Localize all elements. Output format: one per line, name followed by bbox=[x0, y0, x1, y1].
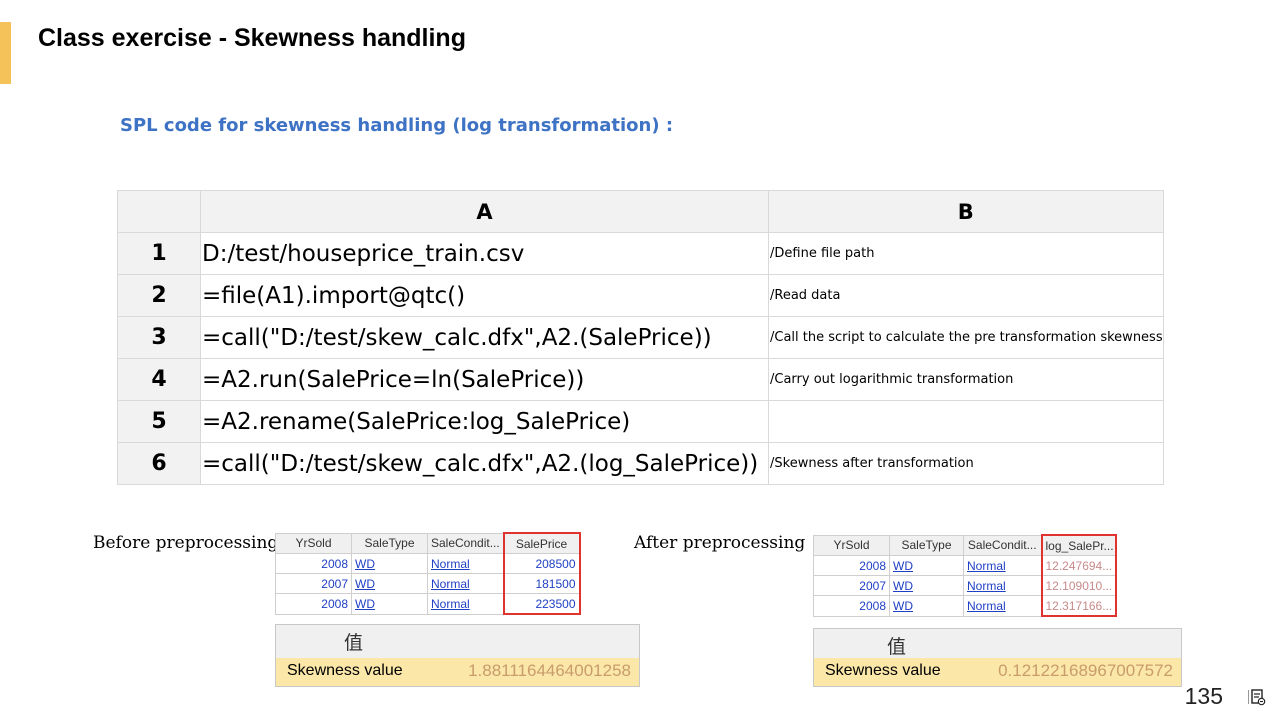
column-header[interactable]: YrSold bbox=[275, 532, 352, 554]
row-number[interactable]: 3 bbox=[117, 316, 201, 359]
column-header[interactable]: SaleCondit... bbox=[963, 534, 1042, 556]
before-skewness-panel: 值 Skewness value 1.8811164464001258 bbox=[275, 624, 640, 687]
row-number[interactable]: 1 bbox=[117, 232, 201, 275]
value-header-label: 值 bbox=[887, 636, 907, 658]
grid-corner-cell bbox=[117, 190, 201, 233]
salecondition-link[interactable]: Normal bbox=[427, 593, 504, 615]
row-number[interactable]: 2 bbox=[117, 274, 201, 317]
log-saleprice-cell[interactable]: 12.247694... bbox=[1040, 555, 1117, 576]
grid-row: 6 =call("D:/test/skew_calc.dfx",A2.(log_… bbox=[117, 442, 1164, 485]
salecondition-link[interactable]: Normal bbox=[427, 553, 504, 574]
saletype-link[interactable]: WD bbox=[351, 593, 428, 615]
grid-row: 5 =A2.rename(SalePrice:log_SalePrice) bbox=[117, 400, 1164, 443]
comment-cell[interactable]: /Read data bbox=[768, 274, 1164, 317]
code-cell[interactable]: D:/test/houseprice_train.csv bbox=[200, 232, 769, 275]
comment-cell[interactable]: /Carry out logarithmic transformation bbox=[768, 358, 1164, 401]
column-header[interactable]: SaleCondit... bbox=[427, 532, 504, 554]
title-accent-bar bbox=[0, 22, 11, 84]
grid-header-row: A B bbox=[117, 190, 1164, 233]
saletype-link[interactable]: WD bbox=[889, 555, 964, 576]
notes-icon[interactable] bbox=[1248, 688, 1266, 706]
table-row: 2008 WD Normal 223500 bbox=[275, 593, 581, 615]
page-number: 135 bbox=[1184, 683, 1223, 709]
row-number[interactable]: 6 bbox=[117, 442, 201, 485]
row-number[interactable]: 5 bbox=[117, 400, 201, 443]
table-row: 2008 WD Normal 208500 bbox=[275, 553, 581, 574]
yrsold-cell[interactable]: 2008 bbox=[275, 553, 352, 574]
skewness-row[interactable]: Skewness value 1.8811164464001258 bbox=[276, 658, 639, 686]
code-cell[interactable]: =A2.run(SalePrice=ln(SalePrice)) bbox=[200, 358, 769, 401]
column-header[interactable]: YrSold bbox=[813, 534, 890, 556]
table-header-row: YrSold SaleType SaleCondit... log_SalePr… bbox=[813, 534, 1117, 556]
grid-row: 2 =file(A1).import@qtc() /Read data bbox=[117, 274, 1164, 317]
salecondition-link[interactable]: Normal bbox=[427, 573, 504, 594]
table-row: 2008 WD Normal 12.247694... bbox=[813, 555, 1117, 576]
table-row: 2008 WD Normal 12.317166... bbox=[813, 595, 1117, 617]
slide-title: Class exercise - Skewness handling bbox=[38, 24, 466, 52]
log-saleprice-cell[interactable]: 12.109010... bbox=[1040, 575, 1117, 596]
salecondition-link[interactable]: Normal bbox=[963, 575, 1042, 596]
after-label: After preprocessing bbox=[634, 533, 806, 553]
skewness-row[interactable]: Skewness value 0.12122168967007572 bbox=[814, 658, 1181, 686]
code-cell[interactable]: =A2.rename(SalePrice:log_SalePrice) bbox=[200, 400, 769, 443]
table-row: 2007 WD Normal 12.109010... bbox=[813, 575, 1117, 596]
code-cell[interactable]: =file(A1).import@qtc() bbox=[200, 274, 769, 317]
saleprice-cell[interactable]: 223500 bbox=[502, 593, 581, 615]
skewness-label: Skewness value bbox=[825, 662, 941, 679]
column-header-a[interactable]: A bbox=[200, 190, 769, 233]
value-header: 值 bbox=[814, 629, 1181, 658]
yrsold-cell[interactable]: 2007 bbox=[275, 573, 352, 594]
saletype-link[interactable]: WD bbox=[889, 595, 964, 617]
saleprice-cell[interactable]: 181500 bbox=[502, 573, 581, 594]
yrsold-cell[interactable]: 2008 bbox=[813, 555, 890, 576]
saleprice-cell[interactable]: 208500 bbox=[502, 553, 581, 574]
grid-row: 1 D:/test/houseprice_train.csv /Define f… bbox=[117, 232, 1164, 275]
table-header-row: YrSold SaleType SaleCondit... SalePrice bbox=[275, 532, 581, 554]
value-header-label: 值 bbox=[344, 632, 364, 654]
log-saleprice-cell[interactable]: 12.317166... bbox=[1040, 595, 1117, 617]
salecondition-link[interactable]: Normal bbox=[963, 595, 1042, 617]
grid-row: 3 =call("D:/test/skew_calc.dfx",A2.(Sale… bbox=[117, 316, 1164, 359]
subtitle: SPL code for skewness handling (log tran… bbox=[120, 115, 674, 136]
code-cell[interactable]: =call("D:/test/skew_calc.dfx",A2.(log_Sa… bbox=[200, 442, 769, 485]
saletype-link[interactable]: WD bbox=[351, 553, 428, 574]
before-data-table: YrSold SaleType SaleCondit... SalePrice … bbox=[275, 532, 581, 615]
skewness-value: 0.12122168967007572 bbox=[998, 661, 1173, 680]
column-header-b[interactable]: B bbox=[768, 190, 1164, 233]
yrsold-cell[interactable]: 2008 bbox=[813, 595, 890, 617]
comment-cell[interactable]: /Define file path bbox=[768, 232, 1164, 275]
table-row: 2007 WD Normal 181500 bbox=[275, 573, 581, 594]
comment-cell[interactable]: /Call the script to calculate the pre tr… bbox=[768, 316, 1164, 359]
grid-row: 4 =A2.run(SalePrice=ln(SalePrice)) /Carr… bbox=[117, 358, 1164, 401]
saletype-link[interactable]: WD bbox=[351, 573, 428, 594]
after-data-table: YrSold SaleType SaleCondit... log_SalePr… bbox=[813, 534, 1117, 617]
skewness-label: Skewness value bbox=[287, 662, 403, 679]
value-header: 值 bbox=[276, 625, 639, 654]
salecondition-link[interactable]: Normal bbox=[963, 555, 1042, 576]
row-number[interactable]: 4 bbox=[117, 358, 201, 401]
column-header[interactable]: SaleType bbox=[351, 532, 428, 554]
skewness-value: 1.8811164464001258 bbox=[468, 661, 631, 680]
column-header-highlighted[interactable]: log_SalePr... bbox=[1040, 534, 1117, 556]
column-header-highlighted[interactable]: SalePrice bbox=[502, 532, 581, 554]
before-label: Before preprocessing bbox=[93, 533, 279, 553]
code-cell[interactable]: =call("D:/test/skew_calc.dfx",A2.(SalePr… bbox=[200, 316, 769, 359]
comment-cell[interactable]: /Skewness after transformation bbox=[768, 442, 1164, 485]
yrsold-cell[interactable]: 2007 bbox=[813, 575, 890, 596]
spl-code-grid: A B 1 D:/test/houseprice_train.csv /Defi… bbox=[117, 190, 1164, 485]
after-skewness-panel: 值 Skewness value 0.12122168967007572 bbox=[813, 628, 1182, 687]
saletype-link[interactable]: WD bbox=[889, 575, 964, 596]
yrsold-cell[interactable]: 2008 bbox=[275, 593, 352, 615]
comment-cell[interactable] bbox=[768, 400, 1164, 443]
column-header[interactable]: SaleType bbox=[889, 534, 964, 556]
